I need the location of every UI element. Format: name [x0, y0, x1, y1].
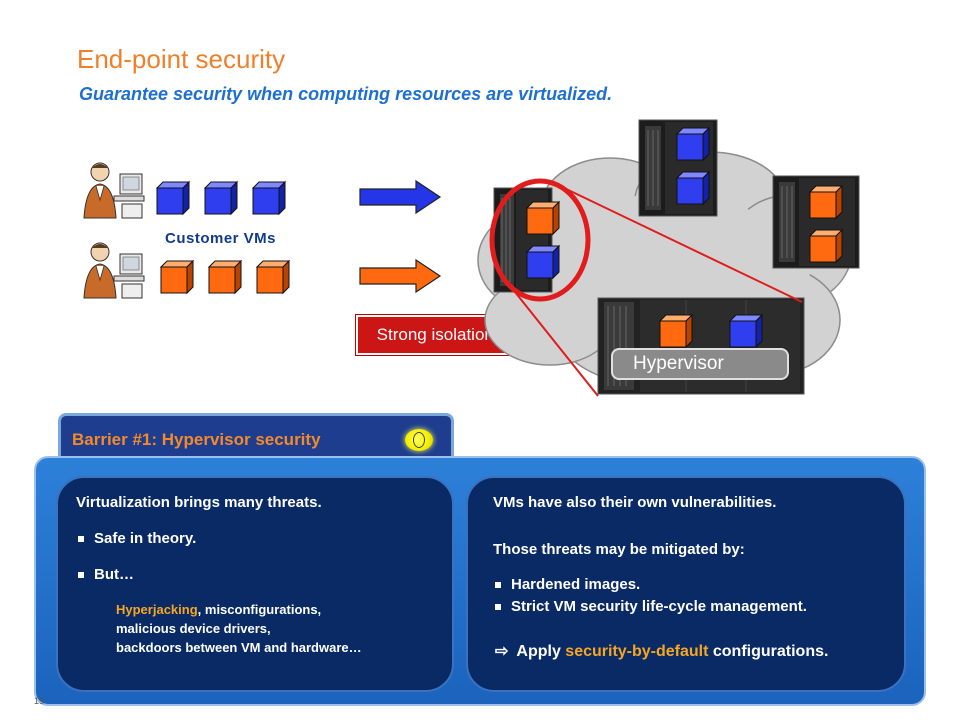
blue-arrow-icon — [359, 179, 442, 215]
security-by-default-highlight: security-by-default — [565, 643, 709, 660]
threat-line-3: backdoors between VM and hardware… — [116, 640, 362, 655]
orange-vm-cube-icon — [159, 259, 195, 295]
person-at-computer-icon — [83, 242, 145, 299]
barrier-tab — [58, 413, 454, 463]
yellow-highlight-icon — [405, 429, 433, 451]
blue-vm-cube-icon — [675, 126, 711, 162]
orange-vm-cube-icon — [808, 184, 844, 220]
hypervisor-label: Hypervisor — [611, 348, 789, 380]
bullet-icon — [78, 536, 84, 543]
mitigation-intro: Those threats may be mitigated by: — [493, 541, 745, 558]
bullet-icon — [495, 582, 501, 589]
threat-line-1: , misconfigurations, — [197, 602, 322, 617]
bullet-text: Strict VM security life-cycle management… — [511, 598, 807, 615]
slide-title: End-point security — [77, 44, 286, 74]
bullet-text: Hardened images. — [511, 576, 641, 593]
hollow-arrow-icon: ⇨ — [495, 643, 509, 660]
blue-vm-cube-icon — [155, 180, 191, 216]
orange-vm-cube-icon — [207, 259, 243, 295]
apply-prefix: Apply — [516, 643, 566, 660]
threat-line-2: malicious device drivers, — [116, 621, 271, 636]
orange-vm-cube-icon — [658, 313, 694, 349]
bullet-icon — [78, 572, 84, 579]
person-at-computer-icon — [83, 162, 145, 219]
page-number: 15 — [34, 696, 45, 706]
vulnerabilities-heading: VMs have also their own vulnerabilities. — [493, 494, 777, 511]
apply-line: ⇨ Apply security-by-default configuration… — [495, 641, 828, 661]
bullet-text: Safe in theory. — [94, 530, 197, 547]
customer-vms-label: Customer VMs — [165, 230, 277, 247]
apply-suffix: configurations. — [708, 643, 829, 660]
mitigation-box — [466, 476, 906, 692]
orange-arrow-icon — [359, 258, 442, 294]
mitigation-bullet-1: Hardened images. — [495, 576, 640, 593]
threats-box — [56, 476, 454, 692]
threats-list: Hyperjacking, misconfigurations, malicio… — [116, 600, 362, 657]
zoomed-server-icon — [597, 297, 805, 395]
bullet-text: But… — [94, 566, 134, 583]
blue-vm-cube-icon — [203, 180, 239, 216]
threats-bullet-1: Safe in theory. — [78, 530, 196, 547]
threats-heading: Virtualization brings many threats. — [76, 494, 322, 511]
blue-vm-cube-icon — [728, 313, 764, 349]
blue-vm-cube-icon — [525, 244, 561, 280]
orange-vm-cube-icon — [525, 200, 561, 236]
slide-subtitle: Guarantee security when computing resour… — [79, 84, 613, 104]
mitigation-bullet-2: Strict VM security life-cycle management… — [495, 598, 807, 615]
orange-vm-cube-icon — [808, 228, 844, 264]
blue-vm-cube-icon — [675, 170, 711, 206]
hyperjacking-highlight: Hyperjacking — [116, 602, 198, 617]
bullet-icon — [495, 604, 501, 611]
blue-vm-cube-icon — [251, 180, 287, 216]
barrier-title: Barrier #1: Hypervisor security — [72, 430, 321, 449]
orange-vm-cube-icon — [255, 259, 291, 295]
threats-bullet-2: But… — [78, 566, 134, 583]
